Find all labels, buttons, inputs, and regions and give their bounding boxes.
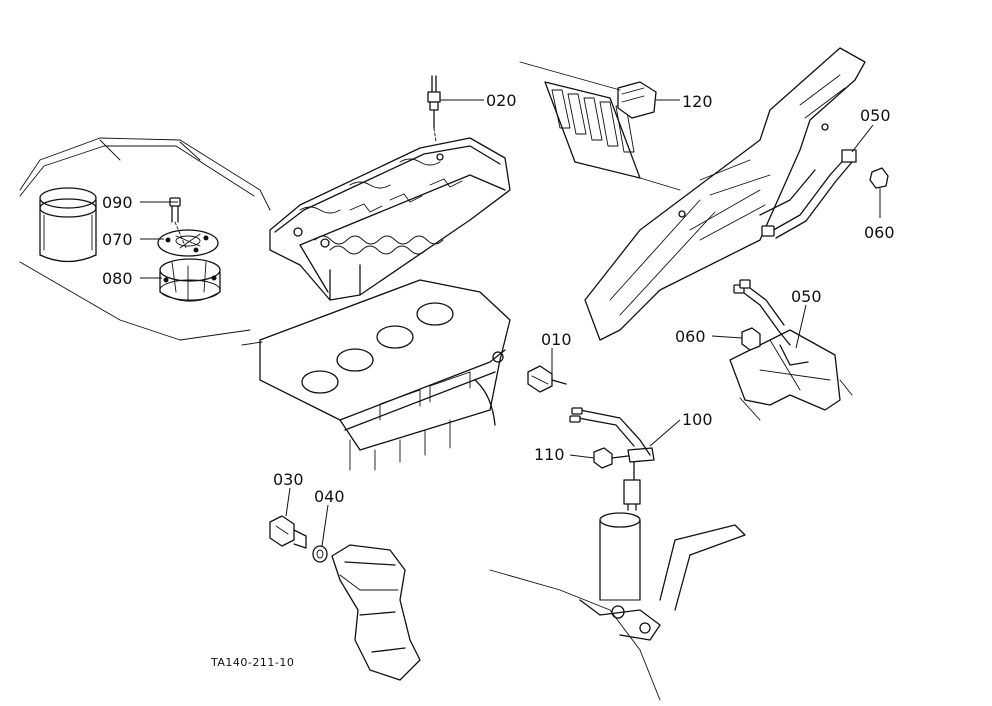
figure-reference-code: TA140-211-10 — [210, 656, 294, 669]
callout-030: 030 — [273, 470, 304, 489]
callout-050-mid: 050 — [791, 287, 822, 306]
relay-120 — [617, 81, 657, 119]
callout-labels: 020 120 090 070 080 010 030 040 050 060 … — [102, 91, 895, 506]
oil-pressure-switch-010 — [527, 365, 567, 393]
thermostat-flange-070 — [157, 229, 219, 257]
cylinder-head — [269, 137, 511, 301]
gasket-040 — [312, 545, 328, 563]
wire-harness-100 — [569, 407, 655, 481]
plug-060-mid — [741, 327, 761, 351]
temp-sensor-030 — [269, 515, 307, 549]
water-outlet-pipe — [331, 544, 421, 681]
plug-060-upper — [869, 167, 889, 189]
cylinder-block — [241, 279, 511, 471]
callout-070: 070 — [102, 230, 133, 249]
frame-bracket — [519, 47, 866, 341]
callout-060-mid: 060 — [675, 327, 706, 346]
sensor-110 — [593, 447, 629, 469]
glow-plug-020 — [427, 75, 441, 143]
callout-080: 080 — [102, 269, 133, 288]
engine-housing-outline — [19, 137, 271, 341]
callout-020: 020 — [486, 91, 517, 110]
callout-010: 010 — [541, 330, 572, 349]
callout-060-upper: 060 — [864, 223, 895, 242]
callout-090: 090 — [102, 193, 133, 212]
cylinder-sleeve — [39, 187, 97, 263]
callout-120: 120 — [682, 92, 713, 111]
callout-040: 040 — [314, 487, 345, 506]
sensor-bracket-mid — [729, 329, 853, 421]
leader-lines — [140, 99, 881, 547]
callout-050-upper: 050 — [860, 106, 891, 125]
lower-linkage — [489, 479, 746, 701]
callout-110: 110 — [534, 445, 565, 464]
sensor-cable-050-mid — [733, 279, 791, 346]
callout-100: 100 — [682, 410, 713, 429]
sensor-cable-050-upper — [759, 149, 857, 239]
thermostat-housing-080 — [159, 258, 221, 302]
